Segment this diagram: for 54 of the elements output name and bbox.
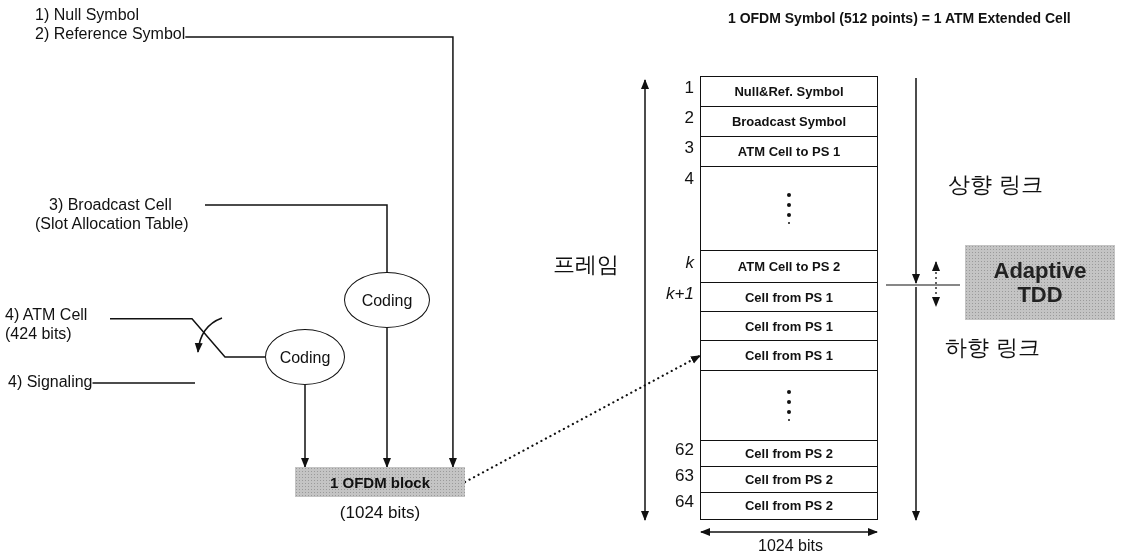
row-number: 1: [684, 78, 694, 98]
adaptive-tdd-box: [965, 245, 1115, 320]
frame-row: [700, 282, 878, 313]
dimension-label: 1024 bits: [758, 536, 823, 555]
arrow: [382, 327, 391, 468]
arrow: [301, 384, 310, 468]
row-label: Null&Ref. Symbol: [734, 84, 844, 100]
row-number: 63: [675, 466, 694, 486]
row-label: Cell from PS 2: [744, 472, 834, 488]
ofdm-block-box: [295, 467, 465, 497]
row-label: Cell from PS 1: [744, 318, 834, 334]
row-number: 4: [684, 168, 694, 188]
frame-label: 프레임: [553, 252, 619, 277]
row-number: k+1: [666, 283, 694, 303]
frame-row: [700, 106, 878, 138]
row-number: k: [685, 252, 694, 272]
row-label: Broadcast Symbol: [731, 114, 847, 130]
frame-row-box: [700, 166, 878, 252]
frame-row: [700, 340, 878, 372]
downlink-label: 하향 링크: [945, 335, 1040, 360]
input-label: 4) ATM Cell (424 bits): [5, 305, 89, 343]
row-label: Cell from PS 1: [744, 348, 834, 364]
frame-row: [700, 440, 878, 468]
row-label: Cell from PS 1: [744, 289, 834, 305]
frame-row: [700, 492, 878, 520]
connector-line: [109, 318, 266, 358]
row-number: 2: [684, 108, 694, 128]
row-label: Cell from PS 2: [744, 446, 834, 462]
frame-row: [700, 466, 878, 494]
connector-line: [204, 204, 388, 273]
frame-row-box: [700, 370, 878, 442]
diagram-title: 1 OFDM Symbol (512 points) = 1 ATM Extended Cell: [728, 10, 1071, 26]
row-number: 64: [675, 492, 694, 512]
block-size-label: (1024 bits): [338, 503, 422, 522]
frame-row: [700, 311, 878, 342]
input-label: 1) Null Symbol: [35, 5, 141, 24]
row-number: 62: [675, 440, 694, 460]
uplink-label: 상향 링크: [948, 172, 1043, 197]
frame-row: [700, 250, 878, 284]
row-number: 3: [684, 138, 694, 158]
frame-row: [700, 76, 878, 108]
input-label: 4) Signaling: [8, 372, 93, 391]
coding-label: Coding: [279, 347, 331, 367]
frame-row: [700, 136, 878, 168]
row-label: ATM Cell to PS 1: [737, 144, 841, 160]
row-label: Cell from PS 2: [744, 498, 834, 514]
row-label: ATM Cell to PS 2: [737, 259, 841, 275]
coding-label: Coding: [361, 290, 413, 310]
arrow: [184, 36, 457, 468]
tdd-label: Adaptive TDD: [992, 258, 1088, 307]
input-label: 3) Broadcast Cell (Slot Allocation Table): [35, 195, 190, 233]
input-label: 2) Reference Symbol: [35, 24, 186, 43]
connector-line: [91, 382, 196, 384]
block-label: 1 OFDM block: [330, 472, 430, 492]
